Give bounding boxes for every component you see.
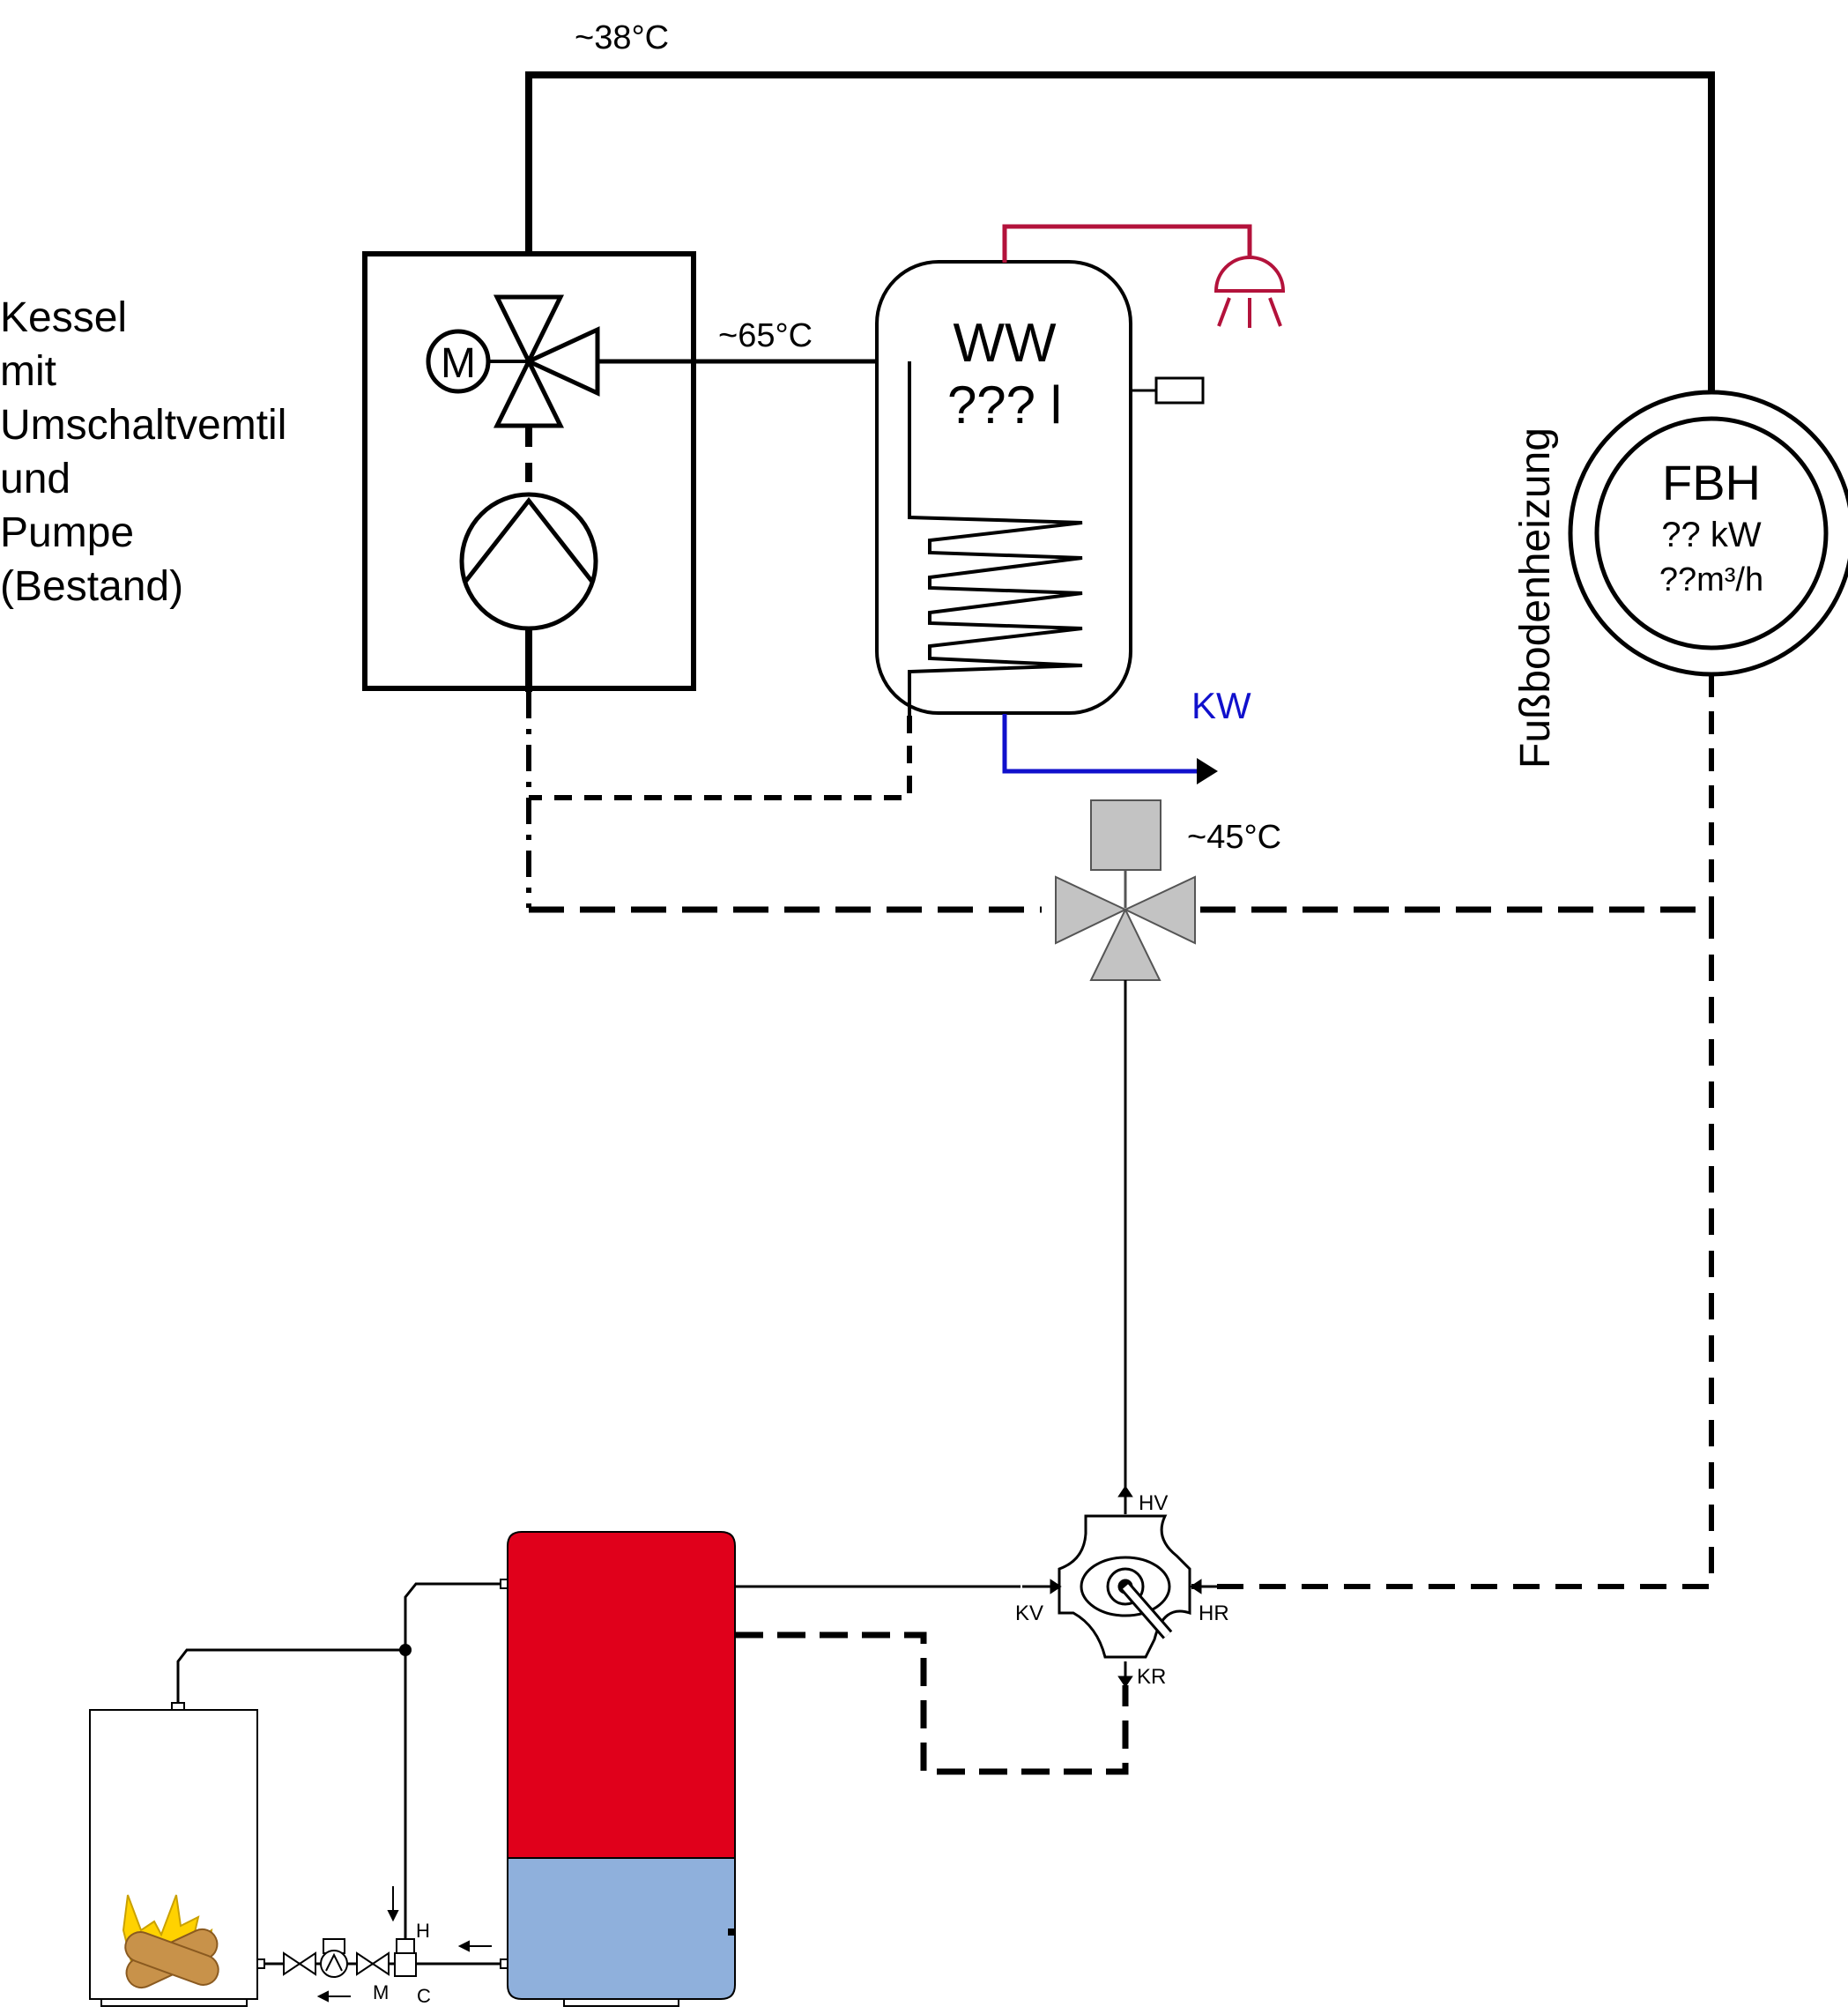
mixer-port-arrows	[1022, 1485, 1228, 1688]
ww-sensor-icon	[1131, 376, 1205, 405]
c-label: C	[417, 1985, 431, 2007]
fbh-power: ?? kW	[1661, 516, 1762, 554]
circulation-pump-icon	[459, 492, 598, 631]
tank-inlet-stub	[500, 1579, 508, 1589]
fbh-title: FBH	[1662, 455, 1761, 510]
kessel-label-line-2: mit	[0, 348, 56, 395]
kv-label: KV	[1015, 1602, 1043, 1625]
kessel-label-line-6: (Bestand)	[0, 563, 184, 610]
h-label: H	[416, 1920, 430, 1942]
switching-valve-icon	[493, 294, 600, 428]
boiler-flow-pipe	[176, 1648, 405, 1703]
cold-water-arrow-icon	[1197, 758, 1218, 784]
kr-label: KR	[1137, 1665, 1166, 1689]
ww-return-pipe	[529, 716, 912, 800]
shutoff-valve-right-icon	[356, 1951, 390, 1976]
ww-title: WW	[953, 313, 1057, 374]
fire-icon	[122, 1894, 219, 1989]
top-supply-pipe	[525, 71, 1715, 392]
kessel-label-line-5: Pumpe	[0, 509, 135, 556]
boiler-pump-icon	[320, 1938, 348, 1978]
mixing-valve-icon	[1055, 799, 1196, 981]
cold-water-pipe	[1002, 714, 1199, 774]
hv-label: HV	[1139, 1491, 1168, 1515]
ww-heating-coil	[908, 361, 1083, 716]
shutoff-valve-left-icon	[283, 1951, 316, 1976]
m-label: M	[373, 1981, 389, 2003]
buffer-tank	[507, 1531, 736, 2007]
motor-label: M	[441, 340, 476, 387]
kessel-label-line-1: Kessel	[0, 294, 128, 341]
shower-head-icon	[1213, 256, 1286, 328]
fbh-return-to-mixer	[1191, 912, 1714, 1589]
kw-label: KW	[1191, 685, 1251, 726]
thermostatic-valve-icon	[394, 1938, 417, 1977]
four-way-mixer-icon	[1058, 1514, 1191, 1659]
pipe-junction	[399, 1644, 412, 1656]
flow-arrows	[316, 1886, 492, 2003]
kessel-label-line-4: und	[0, 456, 71, 502]
temp-mixer-label: ~45°C	[1187, 819, 1281, 856]
kessel-label: Kessel mit Umschaltvemtil und Pumpe (Bes…	[0, 291, 286, 613]
boiler-return-stub	[256, 1958, 265, 1969]
kessel-label-line-3: Umschaltvemtil	[0, 402, 287, 449]
temp-top-label: ~38°C	[575, 19, 669, 56]
fussboden-label: Fußbodenheizung	[1512, 427, 1559, 769]
hot-water-pipe	[1002, 224, 1252, 263]
hr-label: HR	[1199, 1602, 1229, 1625]
tank-return-pipe	[735, 1631, 1129, 1775]
fbh-flow: ??m³/h	[1659, 561, 1763, 598]
temp-ww-label: ~65°C	[718, 317, 813, 354]
ww-volume: ??? l	[947, 375, 1062, 435]
motor-icon: M	[426, 329, 529, 394]
bypass-pipe	[404, 1582, 501, 1939]
tank-outlet-stub	[500, 1958, 508, 1969]
